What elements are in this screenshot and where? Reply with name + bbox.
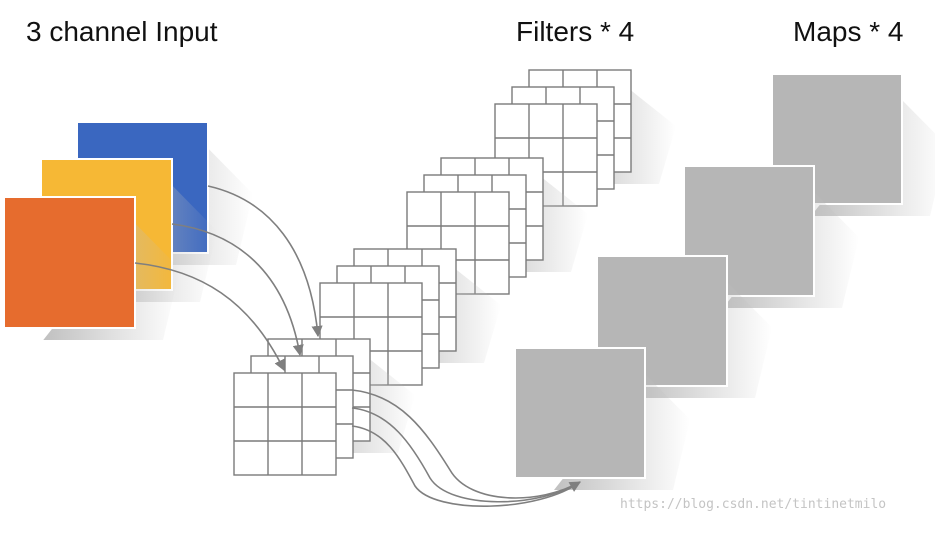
filter-4-layer-3 bbox=[233, 372, 337, 476]
watermark-url: https://blog.csdn.net/tintinetmilo bbox=[620, 497, 887, 512]
arrow-5 bbox=[351, 407, 581, 503]
input-channels-group bbox=[3, 121, 253, 340]
filter-layer-frame bbox=[233, 372, 337, 476]
input-title: 3 channel Input bbox=[26, 16, 218, 47]
input-channel-orange bbox=[3, 196, 136, 329]
arrows-group bbox=[134, 185, 581, 507]
arrow-4 bbox=[351, 389, 581, 499]
feature-maps-group bbox=[514, 73, 935, 490]
arrow-6 bbox=[351, 425, 581, 507]
maps-title: Maps * 4 bbox=[793, 16, 904, 47]
arrow-1 bbox=[207, 185, 323, 338]
arrow-2 bbox=[171, 223, 304, 357]
filters-title: Filters * 4 bbox=[516, 16, 635, 47]
arrow-3 bbox=[134, 262, 285, 372]
filters-group bbox=[233, 69, 676, 476]
feature-map-4 bbox=[514, 347, 646, 479]
